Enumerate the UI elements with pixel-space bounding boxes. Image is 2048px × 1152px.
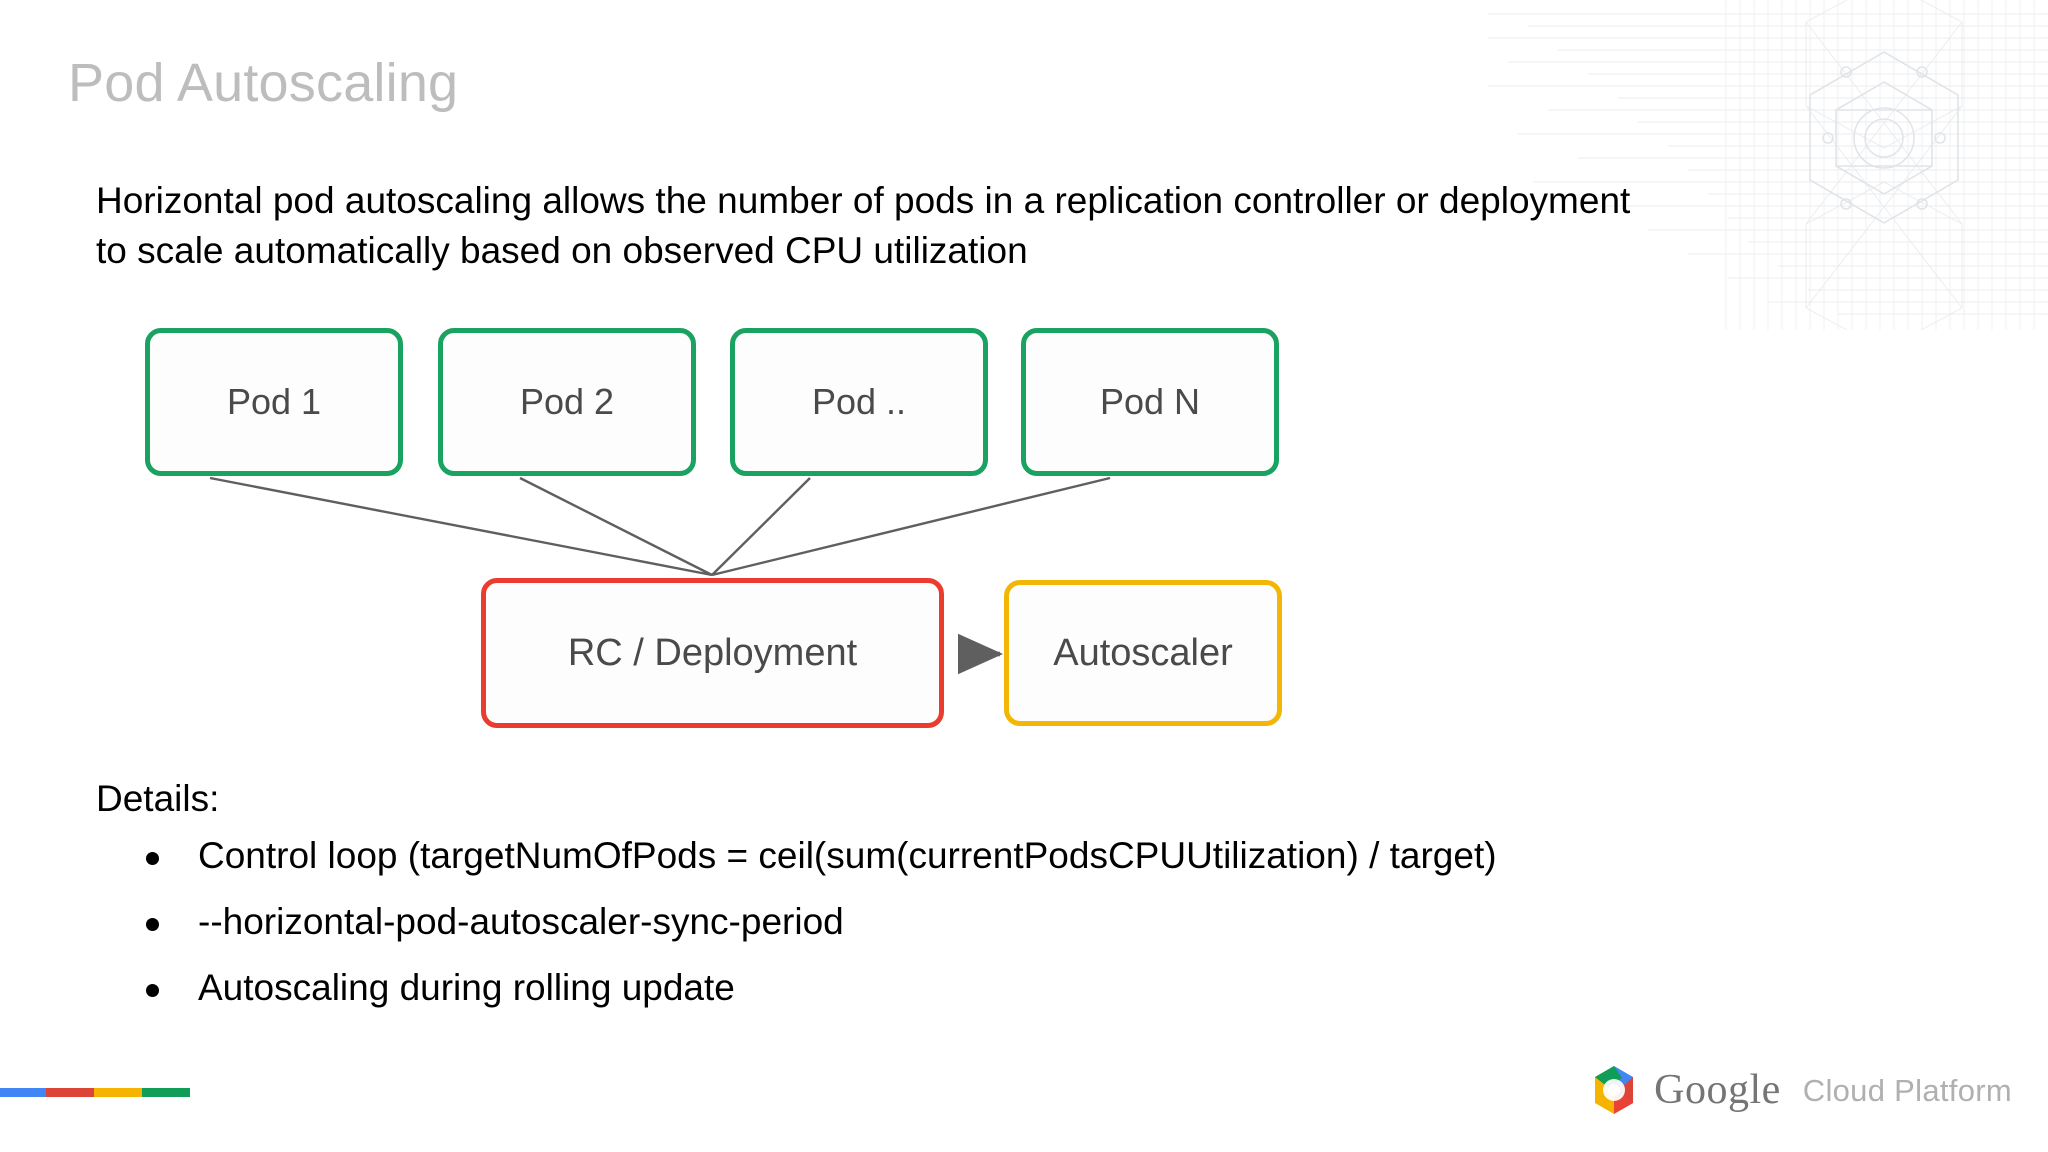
google-wordmark: Google	[1654, 1067, 1781, 1113]
google-cloud-platform-logo: Google Cloud Platform	[1586, 1062, 2012, 1118]
bullet-dot-icon	[146, 918, 159, 931]
connector-pod-4	[711, 476, 1111, 577]
node-label: RC / Deployment	[567, 631, 858, 674]
color-bar-yellow	[94, 1088, 142, 1097]
color-bar-green	[142, 1088, 190, 1097]
bullet-text: --horizontal-pod-autoscaler-sync-period	[198, 901, 844, 942]
bullet-text: Autoscaling during rolling update	[198, 967, 735, 1008]
page-title: Pod Autoscaling	[68, 53, 459, 113]
color-bar-red	[46, 1088, 94, 1097]
list-item: Control loop (targetNumOfPods = ceil(sum…	[96, 823, 1796, 889]
details-label: Details:	[96, 778, 220, 819]
details-section: Details: Control loop (targetNumOfPods =…	[96, 775, 1796, 1021]
node-label: Pod ..	[811, 381, 907, 422]
cloud-platform-wordmark: Cloud Platform	[1802, 1072, 2012, 1108]
diagram-node-autoscaler[interactable]: Autoscaler	[1004, 580, 1282, 726]
details-bullet-list: Control loop (targetNumOfPods = ceil(sum…	[96, 823, 1796, 1021]
diagram-node-pod-1[interactable]: Pod 1	[145, 328, 403, 476]
bullet-dot-icon	[146, 852, 159, 865]
intro-line-1: Horizontal pod autoscaling allows the nu…	[96, 180, 1631, 221]
intro-paragraph: Horizontal pod autoscaling allows the nu…	[96, 176, 1796, 276]
node-label: Pod N	[1099, 381, 1201, 422]
autoscaling-diagram: Pod 1 Pod 2 Pod .. Pod N RC / Deployment…	[0, 318, 1400, 748]
node-label: Pod 2	[519, 381, 615, 422]
hexagon-watermark-icon	[1488, 0, 2048, 330]
diagram-node-pod-n[interactable]: Pod N	[1021, 328, 1279, 476]
node-label: Pod 1	[226, 381, 322, 422]
connector-pod-1	[209, 476, 713, 577]
list-item: Autoscaling during rolling update	[96, 955, 1796, 1021]
diagram-node-rc-deployment[interactable]: RC / Deployment	[481, 578, 944, 728]
intro-line-2: to scale automatically based on observed…	[96, 230, 1028, 271]
color-bar-blue	[0, 1088, 46, 1097]
diagram-node-pod-3[interactable]: Pod ..	[730, 328, 988, 476]
diagram-connectors	[209, 476, 1111, 675]
gcp-hexagon-icon	[1595, 1066, 1634, 1114]
list-item: --horizontal-pod-autoscaler-sync-period	[96, 889, 1796, 955]
google-color-bar	[0, 1088, 190, 1097]
connector-pod-2	[519, 476, 713, 577]
diagram-node-pod-2[interactable]: Pod 2	[438, 328, 696, 476]
connector-pod-3	[711, 477, 811, 576]
bullet-dot-icon	[146, 984, 159, 997]
bullet-text: Control loop (targetNumOfPods = ceil(sum…	[198, 835, 1497, 876]
node-label: Autoscaler	[1053, 631, 1233, 674]
